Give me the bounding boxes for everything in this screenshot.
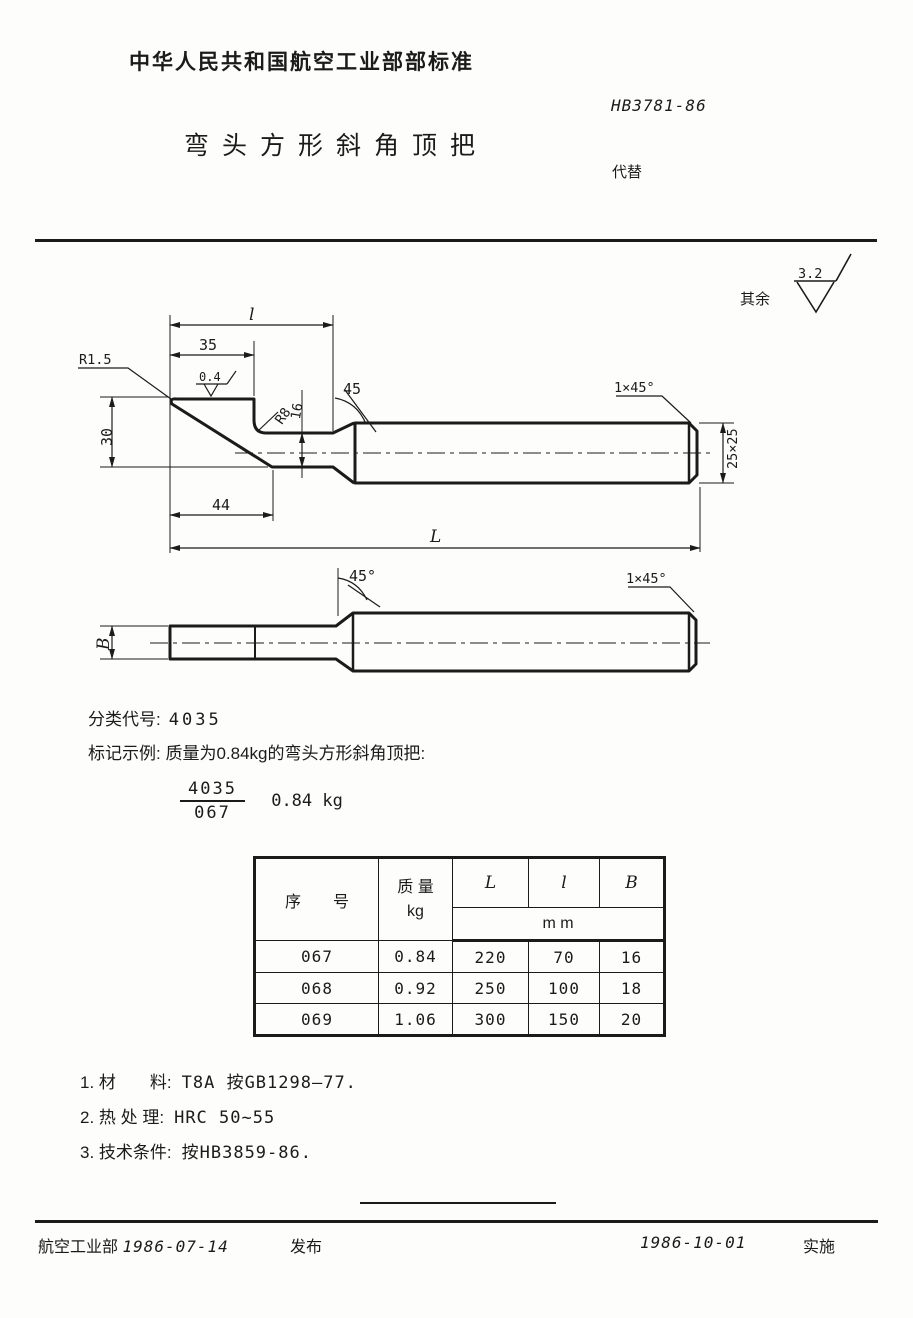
cell-B: 20 [599,1003,665,1036]
cell-serial: 068 [254,972,379,1004]
view1-dimension-lines [109,322,726,551]
view1-dim-L-label: L [429,527,441,547]
fraction-denominator: 067 [194,803,231,823]
fraction-numerator: 4035 [180,779,245,802]
view1-dim-r15-label: R1.5 [79,352,112,368]
cell-B: 18 [599,972,665,1004]
surface-roughness-value: 3.2 [798,266,822,282]
implementation-label: 实施 [803,1239,836,1256]
view1-roughness-04-label: 0.4 [199,370,221,384]
classification-code: 4035 [168,710,222,730]
footer-rule [35,1220,878,1223]
view1-leader-lines [78,367,692,433]
col-header-serial: 序 号 [254,857,379,941]
view2-angle-45-label: 45° [349,567,376,585]
col-header-l: l [528,857,600,908]
view1-dim-r8-label: R8 [272,405,294,428]
mass-label: 质 量 [397,878,434,896]
surface-roughness-mark [794,253,852,314]
designation-weight: 0.84 kg [271,791,343,811]
cell-L: 250 [452,972,529,1004]
note-value: HRC 50~55 [174,1108,276,1128]
cell-B: 16 [599,940,665,973]
view1-dim-l-label: l [249,305,254,325]
issue-date: 1986-07-14 [122,1237,229,1256]
issue-label: 发布 [290,1239,323,1256]
mass-unit-label: kg [407,902,424,920]
table-unit-row: m m [255,907,665,942]
view1-dim-35-label: 35 [199,336,217,354]
note-value: 按HB3859-86. [181,1143,312,1163]
table-header-row: 序 号 质 量 kg L l B [254,857,665,941]
view1-square-section-label: 25×25 [725,428,741,469]
marking-example-line: 标记示例: 质量为0.84kg的弯头方形斜角顶把: [88,744,426,763]
note-heat-treatment: 2. 热 处 理: HRC 50~55 [80,1103,275,1128]
table-row: 068 0.92 250 100 18 [254,972,665,1004]
table-row: 069 1.06 300 150 20 [254,1003,665,1036]
replaces-label: 代替 [612,164,643,181]
cell-serial: 069 [254,1003,379,1036]
designation-fraction: 4035 067 [180,779,245,823]
cell-L: 220 [452,940,529,973]
standard-org-line: 中华人民共和国航空工业部部标准 [129,51,474,74]
cell-mass: 1.06 [378,1003,453,1036]
view1-chamfer-label: 1×45° [614,380,655,396]
footer-issuing-org: 航空工业部 1986-07-14 [38,1233,229,1257]
view2-leader-lines [337,577,695,613]
col-header-mass: 质 量 kg [378,857,453,941]
note-material: 1. 材 料: T8A 按GB1298—77. [80,1068,357,1093]
view2-extension-lines [100,568,339,660]
view1-outline [169,397,699,485]
footer-short-rule [360,1202,556,1204]
cell-L: 300 [452,1003,529,1036]
note-value: T8A 按GB1298—77. [181,1073,357,1093]
view2-chamfer-label: 1×45° [626,571,667,587]
col-header-L: L [452,857,529,908]
marking-designation: 4035 067 0.84 kg [180,779,343,823]
issuing-org-name: 航空工业部 [38,1239,119,1256]
unit-mm-cell: m m [452,907,665,942]
classification-label: 分类代号: [88,710,161,729]
note-label: 3. 技术条件: [80,1143,172,1162]
view1-dim-30-label: 30 [98,428,116,446]
table-row: 067 0.84 220 70 16 [254,940,665,973]
note-label: 1. 材 料: [80,1073,172,1092]
surface-rest-label: 其余 [740,290,770,308]
header-rule [35,239,877,242]
cell-l: 150 [528,1003,600,1036]
view2-dim-B-label: B [94,638,114,652]
cell-serial: 067 [254,940,379,973]
spec-table: 序 号 质 量 kg L l B m m 067 0.84 220 70 16 … [253,856,666,1037]
classification-line: 分类代号: 4035 [88,705,222,730]
view1-extension-lines [100,315,734,553]
note-technical-conditions: 3. 技术条件: 按HB3859-86. [80,1138,312,1163]
col-header-B: B [599,857,665,908]
cell-mass: 0.84 [378,940,453,973]
view2-outline [168,611,698,673]
view1-dim-16-label: 16 [288,402,307,421]
implementation-date: 1986-10-01 [640,1233,747,1252]
standard-number: HB3781-86 [611,96,707,115]
view1-dim-44-label: 44 [212,496,230,514]
technical-drawing: 其余 3.2 [78,253,852,673]
cell-mass: 0.92 [378,972,453,1004]
cell-l: 70 [528,940,600,973]
note-label: 2. 热 处 理: [80,1108,165,1127]
cell-l: 100 [528,972,600,1004]
view1-angle-45-label: 45 [343,380,361,398]
page-title: 弯头方形斜角顶把 [184,132,489,160]
